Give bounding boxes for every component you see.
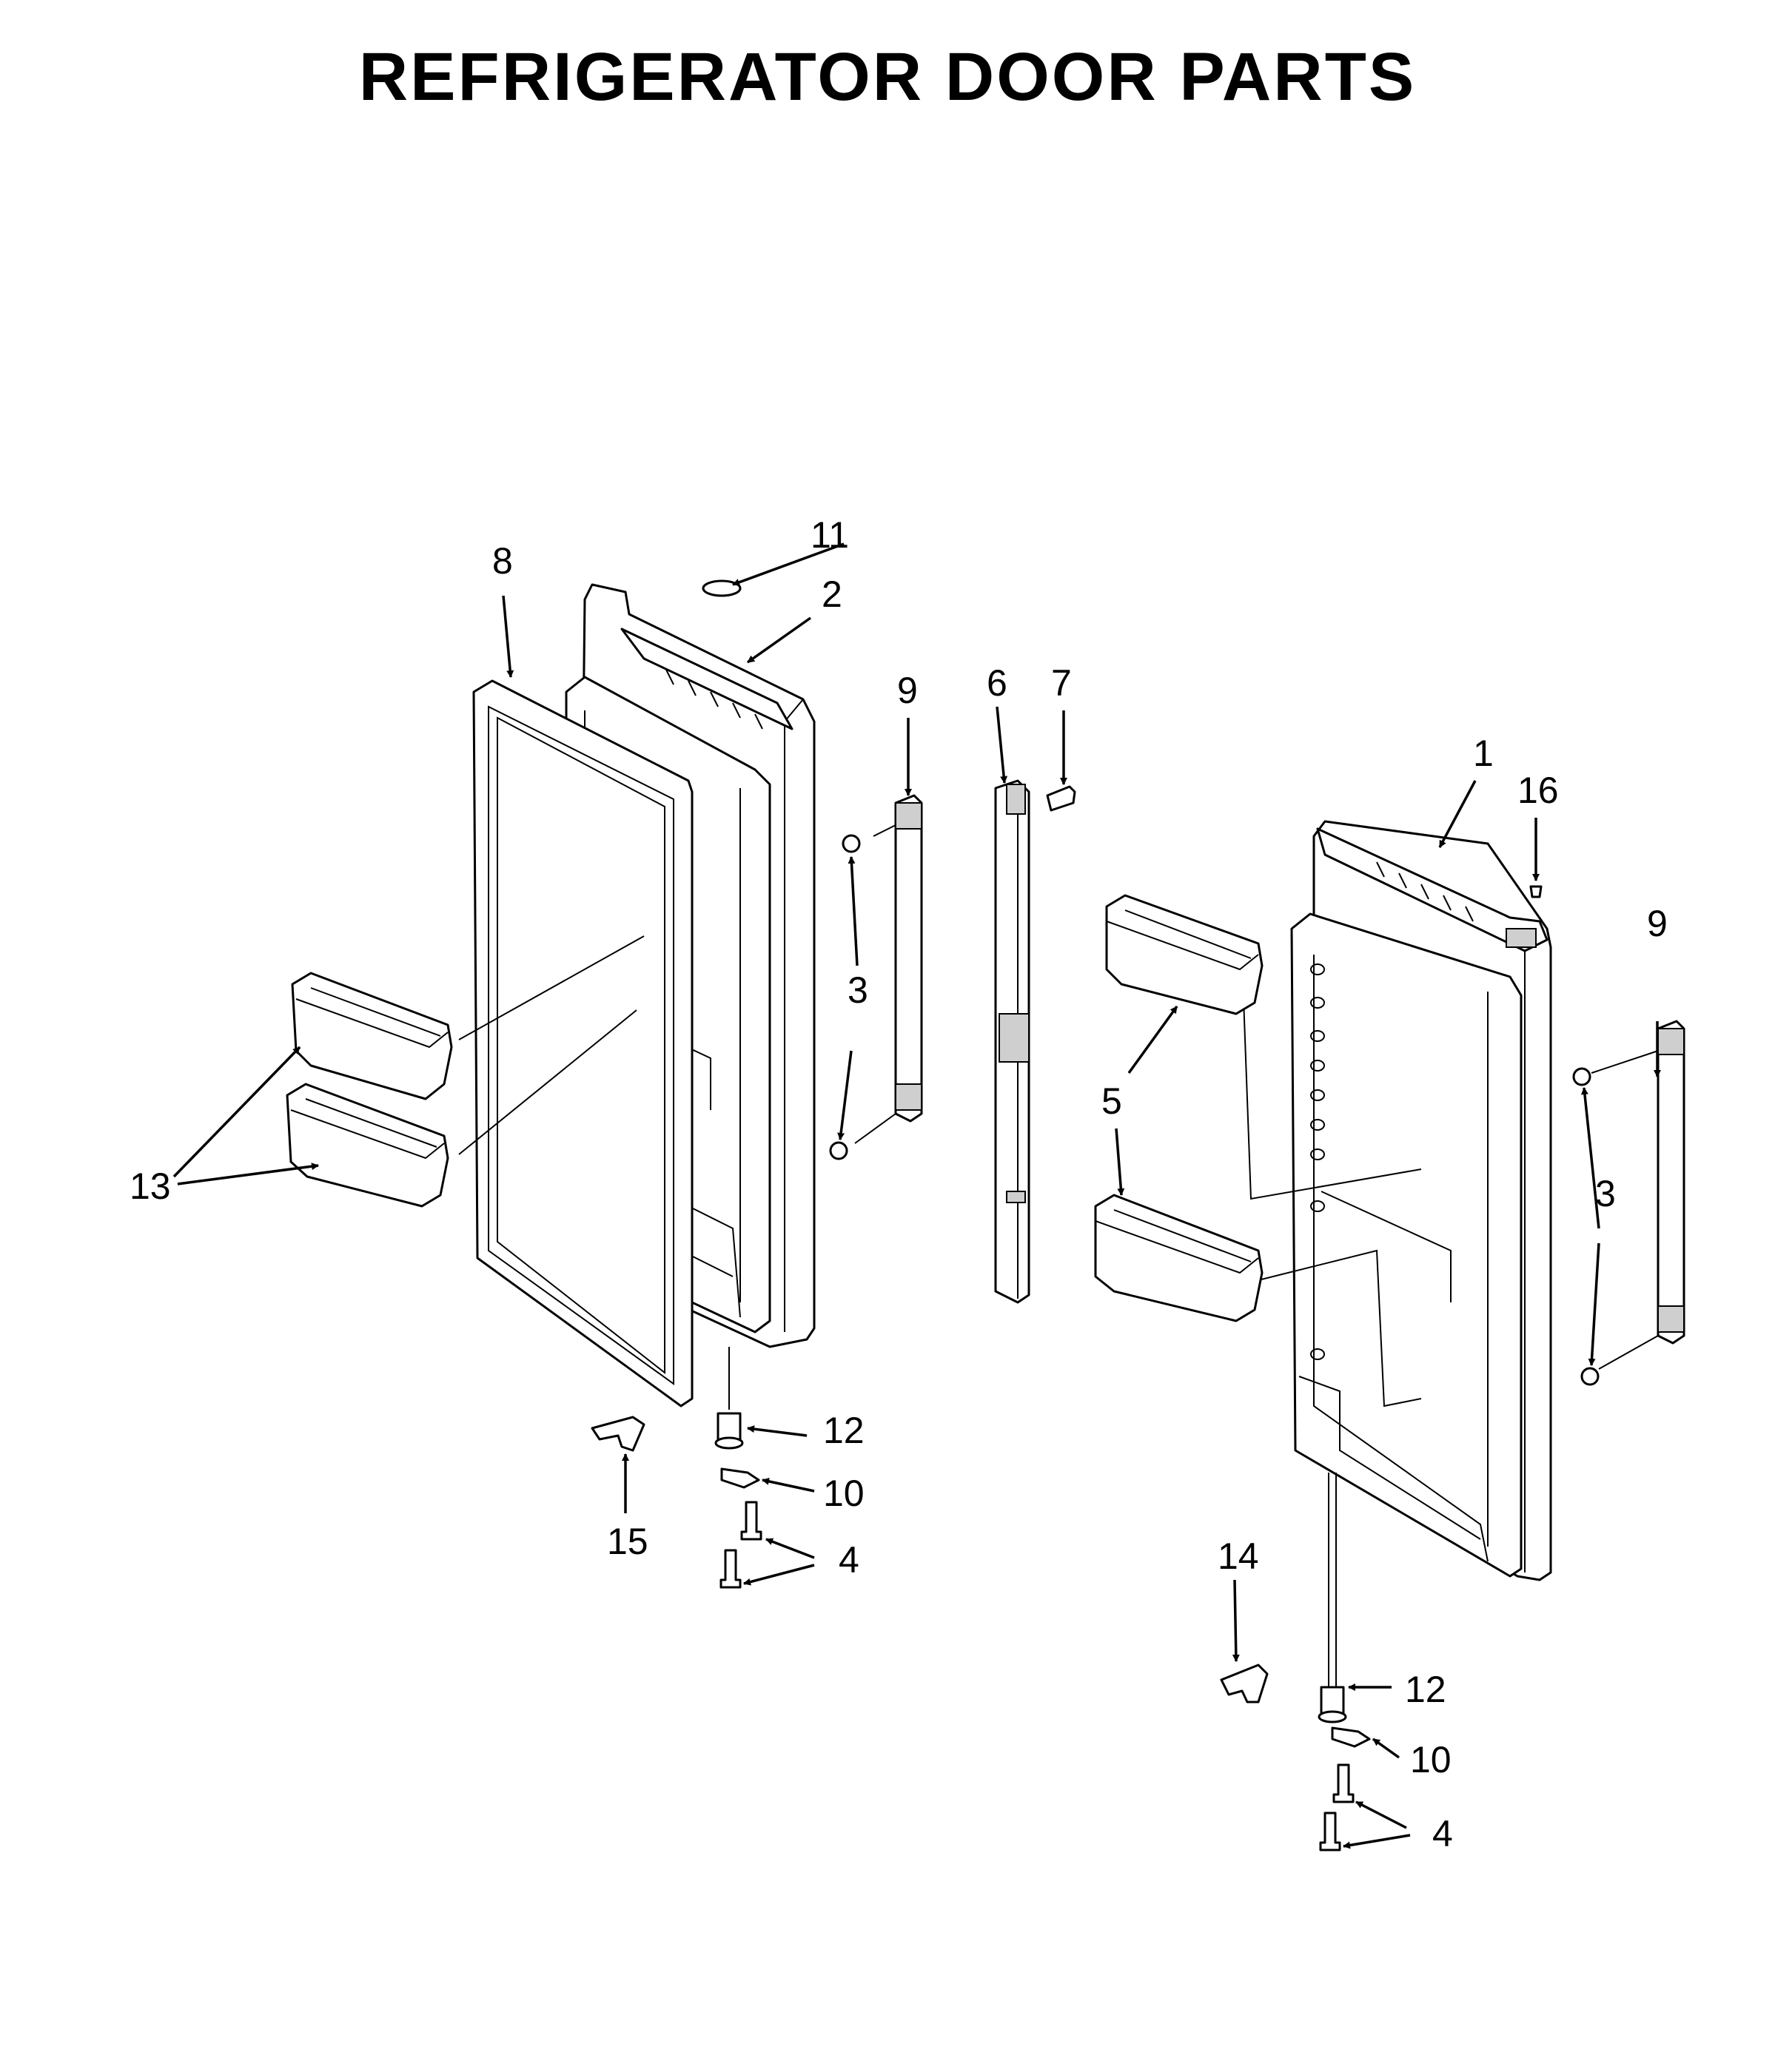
part-3-stud-right-upper xyxy=(1572,1067,1591,1086)
callout-3-right: 3 xyxy=(1595,1173,1616,1214)
callout-labels: 1 2 3 3 4 4 5 6 7 8 9 9 10 10 11 12 12 1… xyxy=(130,514,1668,1854)
part-14-clip xyxy=(1220,1664,1269,1703)
callout-15: 15 xyxy=(607,1521,648,1562)
callout-4-right: 4 xyxy=(1432,1813,1453,1854)
part-16-cap xyxy=(1529,885,1543,898)
callout-1: 1 xyxy=(1473,733,1494,774)
callout-9-left: 9 xyxy=(897,670,918,711)
part-4-screw-b xyxy=(719,1549,742,1589)
part-3-stud-upper xyxy=(842,834,861,853)
left-door-assembly xyxy=(458,579,816,1410)
part-3-stud-right-lower xyxy=(1580,1367,1600,1386)
part-8-gasket xyxy=(472,679,694,1407)
part-15-clip xyxy=(591,1416,645,1452)
part-6-mullion xyxy=(994,779,1030,1304)
leader-arrows xyxy=(172,542,1661,1849)
callout-4-left: 4 xyxy=(839,1539,859,1581)
callout-10-left: 10 xyxy=(823,1473,865,1514)
part-11-seal xyxy=(702,579,742,597)
right-door-liner xyxy=(1290,912,1523,1578)
part-4-screw-a xyxy=(740,1501,762,1541)
callout-2: 2 xyxy=(822,574,842,615)
callout-9-right: 9 xyxy=(1647,903,1668,944)
part-13-door-bins xyxy=(286,972,453,1208)
callout-8: 8 xyxy=(492,540,513,582)
callout-7: 7 xyxy=(1051,662,1072,704)
callout-10-right: 10 xyxy=(1410,1739,1452,1780)
part-5-door-bins xyxy=(1094,894,1264,1322)
right-hinge-hardware xyxy=(1220,1664,1371,1851)
left-handle-mount xyxy=(829,794,923,1160)
callout-5: 5 xyxy=(1101,1080,1122,1122)
callout-11: 11 xyxy=(811,514,849,556)
part-7-screw xyxy=(1046,785,1076,812)
left-hinge-hardware xyxy=(591,1412,762,1589)
callout-3-left: 3 xyxy=(848,969,868,1011)
callout-14: 14 xyxy=(1218,1536,1259,1577)
part-9-bracket xyxy=(894,794,923,1123)
part-3-stud-lower xyxy=(829,1141,848,1160)
callout-13: 13 xyxy=(130,1166,171,1207)
right-handle-mount xyxy=(1572,1020,1685,1386)
callout-12-left: 12 xyxy=(823,1410,865,1451)
part-10-hinge-plate xyxy=(720,1467,760,1489)
part-9-bracket-right xyxy=(1657,1020,1685,1345)
callout-12-right: 12 xyxy=(1405,1669,1446,1710)
callout-16: 16 xyxy=(1517,770,1559,811)
callout-6: 6 xyxy=(987,662,1007,704)
diagram-title: REFRIGERATOR DOOR PARTS xyxy=(358,39,1417,115)
right-door-assembly xyxy=(1243,820,1552,1695)
